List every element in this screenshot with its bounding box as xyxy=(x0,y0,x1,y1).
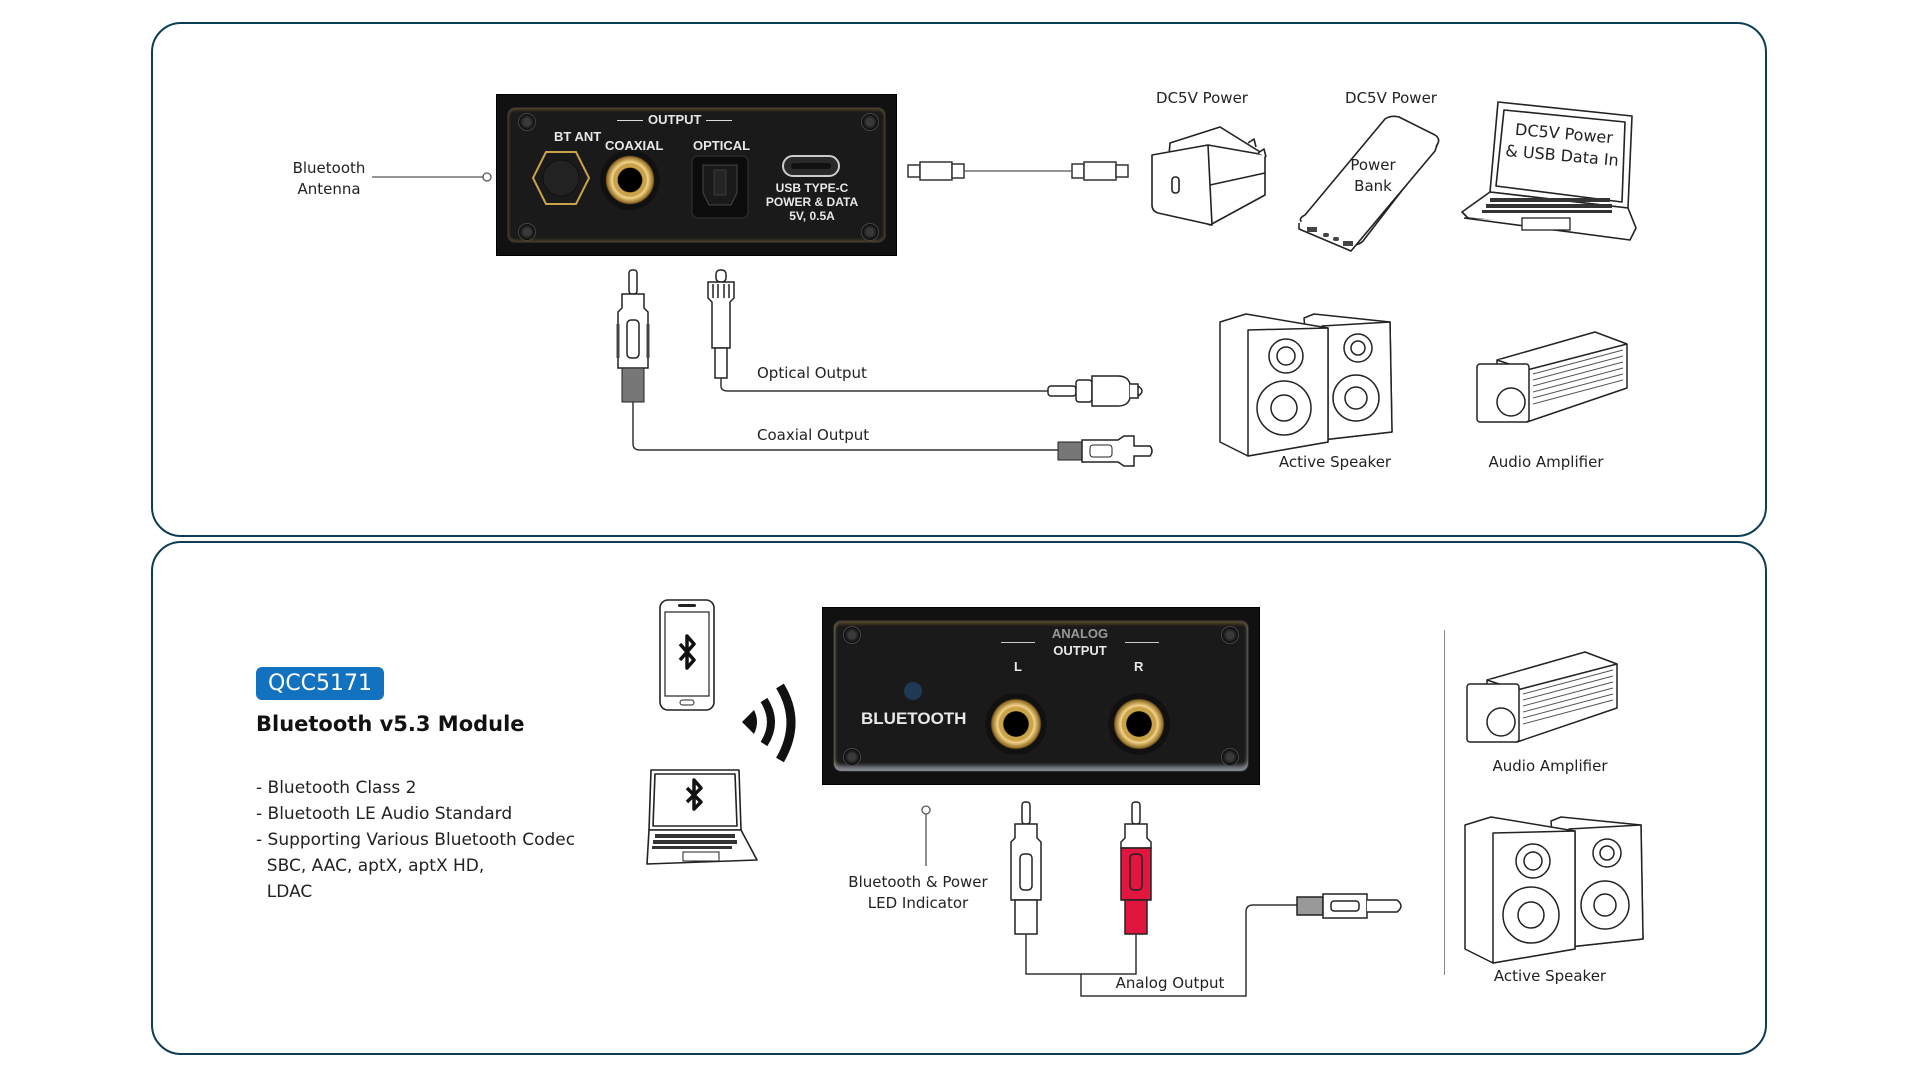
led-indicator-leader-line xyxy=(921,805,931,866)
left-channel-label: L xyxy=(1014,659,1022,674)
chip-badge: QCC5171 xyxy=(256,667,385,700)
coaxial-jack-icon xyxy=(600,150,660,210)
optical-port-icon xyxy=(691,155,749,219)
feature-item: - Supporting Various Bluetooth Codec xyxy=(256,830,576,850)
coaxial-cable-icon xyxy=(616,269,1153,467)
analog-output-heading: ANALOG OUTPUT xyxy=(1045,625,1115,659)
bluetooth-led-icon xyxy=(904,682,922,700)
power-bank-label: DC5V Power xyxy=(1345,89,1437,107)
audio-amplifier-label: Audio Amplifier xyxy=(1492,757,1608,775)
screw-icon xyxy=(843,748,861,766)
coaxial-label: COAXIAL xyxy=(605,138,664,153)
wall-charger-icon xyxy=(1151,126,1267,226)
charger-label: DC5V Power xyxy=(1156,89,1248,107)
usb-label-line3: 5V, 0.5A xyxy=(789,209,835,223)
led-indicator-label: Bluetooth & Power LED Indicator xyxy=(848,872,987,914)
power-bank-text-line1: Power xyxy=(1350,156,1396,174)
bt-antenna-connector-icon xyxy=(531,151,591,205)
power-bank-text-line2: Bank xyxy=(1354,177,1392,195)
usb-c-port-icon xyxy=(782,155,840,177)
module-title: Bluetooth v5.3 Module xyxy=(256,712,525,736)
screw-icon xyxy=(518,113,536,131)
analog-output-label: Analog Output xyxy=(1115,974,1225,992)
panel-bezel xyxy=(833,620,1249,772)
laptop-icon xyxy=(1461,101,1637,241)
audio-amplifier-label: Audio Amplifier xyxy=(1488,453,1604,471)
optical-label: OPTICAL xyxy=(693,138,751,153)
analog-heading-rule-left xyxy=(1001,642,1035,643)
screw-icon xyxy=(1221,626,1239,644)
analog-heading-line1: ANALOG xyxy=(1051,626,1109,641)
feature-item: LDAC xyxy=(256,882,313,902)
active-speaker-icon xyxy=(1219,313,1393,457)
left-rca-jack-icon xyxy=(985,693,1047,755)
screw-icon xyxy=(843,626,861,644)
feature-list: - Bluetooth Class 2 - Bluetooth LE Audio… xyxy=(256,775,575,905)
laptop-bluetooth-icon xyxy=(646,769,758,865)
antenna-label-line1: Bluetooth xyxy=(292,159,366,177)
screw-icon xyxy=(518,223,536,241)
antenna-label-line2: Antenna xyxy=(297,180,361,198)
right-channel-label: R xyxy=(1134,659,1144,674)
wireless-signal-icon xyxy=(742,683,796,763)
rear-panel-analog: ANALOG OUTPUT L R BLUETOOTH xyxy=(822,607,1260,785)
screw-icon xyxy=(861,113,879,131)
active-speaker-label: Active Speaker xyxy=(1278,453,1392,471)
output-heading: OUTPUT xyxy=(617,112,733,127)
coaxial-output-label: Coaxial Output xyxy=(757,426,870,444)
usb-c-cable-icon xyxy=(907,161,1129,181)
antenna-leader-line xyxy=(372,172,492,182)
sink-divider xyxy=(1444,630,1445,975)
antenna-label: Bluetooth Antenna xyxy=(293,158,366,200)
active-speaker-label: Active Speaker xyxy=(1493,967,1607,985)
audio-amplifier-icon xyxy=(1476,331,1628,423)
analog-heading-line2: OUTPUT xyxy=(1053,643,1107,658)
bluetooth-panel-label: BLUETOOTH xyxy=(861,709,967,728)
smartphone-icon xyxy=(659,599,715,711)
audio-amplifier-icon xyxy=(1466,651,1618,743)
usb-label-line2: POWER & DATA xyxy=(765,195,859,209)
feature-item: - Bluetooth LE Audio Standard xyxy=(256,804,513,824)
screw-icon xyxy=(1221,748,1239,766)
rear-panel-digital: OUTPUT BT ANT COAXIAL OPTICAL USB TYPE-C… xyxy=(496,94,897,256)
feature-item: SBC, AAC, aptX, aptX HD, xyxy=(256,856,485,876)
led-label-line2: LED Indicator xyxy=(867,894,969,912)
optical-output-label: Optical Output xyxy=(757,364,867,382)
bt-ant-label: BT ANT xyxy=(554,129,602,144)
right-rca-jack-icon xyxy=(1108,693,1170,755)
output-heading-text: OUTPUT xyxy=(648,112,702,127)
usb-port-label: USB TYPE-C POWER & DATA 5V, 0.5A xyxy=(759,181,865,223)
analog-heading-rule-right xyxy=(1125,642,1159,643)
feature-item: - Bluetooth Class 2 xyxy=(256,778,417,798)
power-bank-inner-text: Power Bank xyxy=(1350,155,1395,197)
power-bank-icon xyxy=(1298,115,1440,252)
active-speaker-icon xyxy=(1464,816,1644,964)
usb-label-line1: USB TYPE-C xyxy=(775,181,849,195)
rca-to-3.5mm-cable-icon xyxy=(1010,801,1402,997)
screw-icon xyxy=(861,223,879,241)
led-label-line1: Bluetooth & Power xyxy=(848,873,988,891)
optical-cable-icon xyxy=(707,269,1143,407)
